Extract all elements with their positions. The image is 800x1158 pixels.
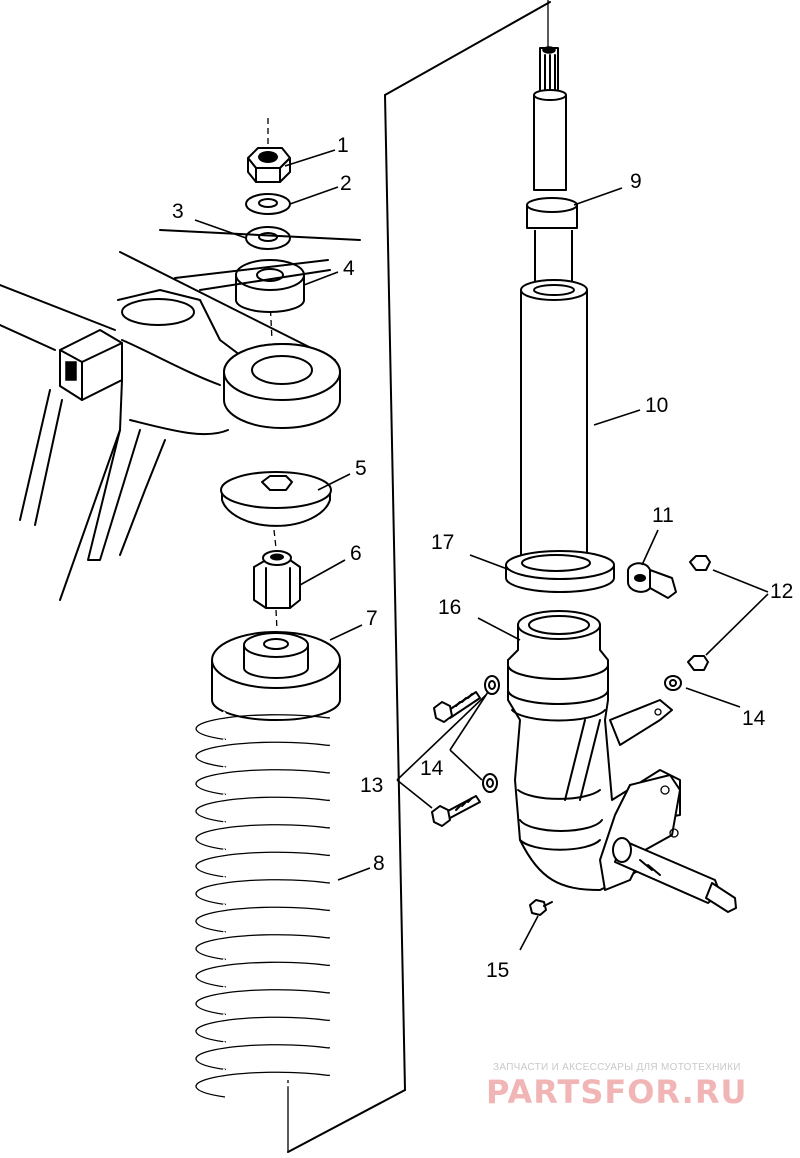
- callout-15: 15: [486, 959, 509, 982]
- callout-1: 1: [337, 134, 349, 157]
- callout-7: 7: [366, 607, 378, 630]
- callout-13: 13: [360, 774, 383, 797]
- part-13-bolts: [431, 691, 481, 827]
- callout-14-left: 14: [420, 757, 444, 780]
- part-17-seal-washer: [505, 550, 615, 593]
- callout-10: 10: [645, 394, 668, 417]
- callout-5: 5: [355, 457, 367, 480]
- upper-a-arm: [0, 229, 361, 601]
- part-12-nuts: [687, 555, 711, 671]
- callout-16: 16: [438, 596, 461, 619]
- part-9-10-shock-absorber: [520, 46, 588, 572]
- part-14-washers: [482, 675, 682, 793]
- part-4-bushing: [235, 259, 305, 313]
- part-3-washer: [245, 226, 291, 250]
- callout-11: 11: [652, 504, 674, 527]
- callout-8: 8: [373, 852, 385, 875]
- watermark-logo: PARTSFOR.RU: [486, 1073, 748, 1111]
- part-15-grease-fitting: [529, 899, 553, 916]
- callout-14-right: 14: [742, 707, 766, 730]
- callout-4: 4: [343, 257, 355, 280]
- part-6-nut: [253, 550, 301, 609]
- part-7-spring-retainer: [211, 631, 341, 721]
- callout-17: 17: [431, 531, 454, 554]
- part-2-washer: [245, 193, 291, 215]
- part-5-spring-seat: [220, 471, 332, 527]
- leader-lines: [194, 149, 769, 951]
- part-11-clamp: [627, 562, 677, 599]
- callout-9: 9: [630, 170, 642, 193]
- callout-12: 12: [770, 580, 793, 603]
- watermark-tagline: ЗАПЧАСТИ И АКСЕССУАРЫ ДЛЯ МОТОТЕХНИКИ: [493, 1062, 741, 1073]
- part-8-coil-spring: [195, 710, 331, 1098]
- callout-labels: 1 2 3 4 5 6 7 8 9 10 11 12 13 14 14 15 1…: [172, 134, 793, 982]
- callout-6: 6: [350, 542, 362, 565]
- callout-3: 3: [172, 200, 184, 223]
- part-16-spindle-housing: [507, 610, 737, 913]
- center-axis: [267, 0, 549, 631]
- part-1-nut: [247, 147, 291, 183]
- assembly-frame-line: [287, 1, 551, 1153]
- callout-2: 2: [340, 172, 352, 195]
